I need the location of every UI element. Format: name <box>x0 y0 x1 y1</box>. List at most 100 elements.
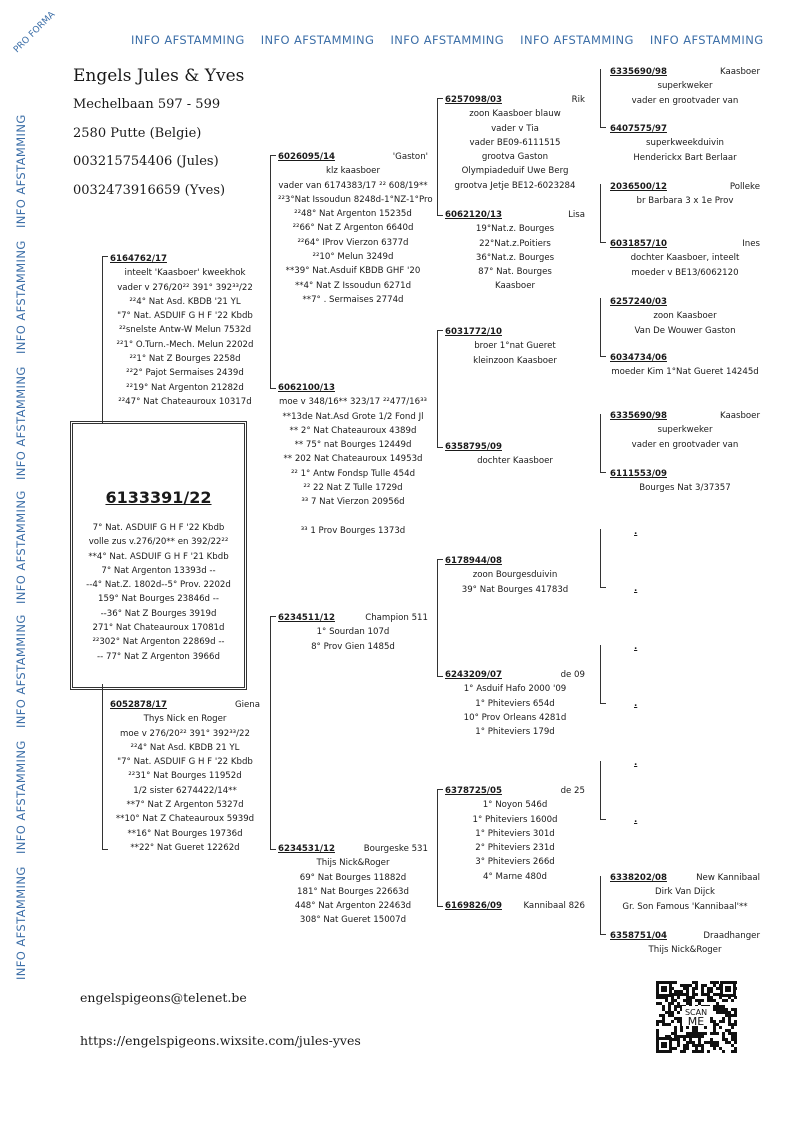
bird-name: de 09 <box>560 670 585 680</box>
bird-result-line: vader v 276/20²² 391° 392³³/22 <box>117 282 253 293</box>
side-banner: INFO AFSTAMMING INFO AFSTAMMING INFO AFS… <box>14 0 28 1122</box>
bird-ring-number: 6234511/12 <box>278 613 335 623</box>
bird-result-line: 69° Nat Bourges 11882d <box>299 872 407 883</box>
bird-result-line: ²²3°Nat Issoudun 8248d-1°NZ-1°Pro <box>278 194 433 205</box>
bracket-tick <box>437 330 443 331</box>
side-banner-item: INFO AFSTAMMING <box>14 490 28 604</box>
bracket-line <box>102 256 103 424</box>
bird-result-line: moe v 348/16** 323/17 ²²477/16³³ <box>278 397 427 408</box>
website-link[interactable]: https://engelspigeons.wixsite.com/jules-… <box>80 1033 361 1048</box>
pedigree-bird-card: 6026095/14'Gaston' klz kaasboer vader van … <box>278 150 433 307</box>
bracket-line <box>270 155 271 388</box>
bird-result-line: 1° Phiteviers 179d <box>475 727 555 738</box>
owner-name: Engels Jules & Yves <box>73 66 245 86</box>
bird-result-line: moe v 276/20²² 391° 392³³/22 <box>120 728 250 739</box>
side-banner-item: INFO AFSTAMMING <box>14 114 28 228</box>
bird-ring-number: 6164762/17 <box>110 254 167 264</box>
bird-result-line: 448° Nat Argenton 22463d <box>294 901 412 912</box>
bird-result-line: Dirk Van Dijck <box>655 887 715 898</box>
bracket-tick <box>600 587 606 588</box>
pedigree-bird-card: . <box>634 525 654 539</box>
bird-result-line: 8° Prov Gien 1485d <box>311 641 395 652</box>
bird-result-line: 22°Nat.z.Poitiers <box>479 238 551 249</box>
bird-result-line: moeder v BE13/6062120 <box>631 267 739 278</box>
bird-ring-number: 6052878/17 <box>110 700 167 710</box>
result-line: 159° Nat Bourges 23846d -- <box>98 594 219 605</box>
bird-header: 6234531/12 Bourgeske 531 <box>278 842 428 856</box>
qr-code-icon[interactable]: SCAN ME <box>655 980 737 1054</box>
bird-result-line: superkweekduivin <box>646 138 724 149</box>
bird-result-line: grootva Gaston <box>481 152 549 163</box>
bird-name: Kaasboer <box>719 67 760 77</box>
bird-header: . <box>634 813 654 827</box>
pedigree-bird-card: . <box>634 582 654 596</box>
bird-result-line: 39° Nat Bourges 41783d <box>461 584 569 595</box>
bracket-line <box>600 414 601 472</box>
bird-ring-number: 6062120/13 <box>445 210 502 220</box>
owner-phone: 0032473916659 (Yves) <box>73 183 226 198</box>
bird-result-line: "7° Nat. ASDUIF G H F '22 Kbdb <box>117 757 253 768</box>
result-line: -- 77° Nat Z Argenton 3966d <box>97 651 220 662</box>
bird-name: Bourgeske 531 <box>363 844 428 854</box>
contact-email[interactable]: engelspigeons@telenet.be <box>80 990 247 1005</box>
bird-name: Draadhanger <box>703 931 760 941</box>
bird-result-line: 4° Marne 480d <box>483 871 547 882</box>
bird-result-line: Henderickx Bart Berlaar <box>633 152 737 163</box>
bird-result-line: dochter Kaasboer <box>477 456 553 467</box>
bracket-line <box>600 529 601 587</box>
result-line: **4° Nat. ASDUIF G H F '21 Kbdb <box>88 551 229 562</box>
bird-result-line: superkweker <box>657 425 713 436</box>
main-bird-results: 7° Nat. ASDUIF G H F '22 Kbdb volle zus … <box>73 521 244 664</box>
bird-ring-number: 6178944/08 <box>445 556 502 566</box>
bird-ring-number: 6407575/97 <box>610 124 667 134</box>
bird-result-line: ²²2° Pajot Sermaises 2439d <box>126 368 244 379</box>
bracket-tick <box>600 127 606 128</box>
bracket-line <box>600 184 601 242</box>
bracket-line <box>600 645 601 703</box>
bird-header: 6026095/14'Gaston' <box>278 150 428 164</box>
pedigree-bird-card: . <box>634 756 654 770</box>
bird-ring-number: . <box>634 527 638 537</box>
bird-header: 6178944/08 <box>445 554 585 568</box>
side-banner-item: INFO AFSTAMMING <box>14 866 28 980</box>
bird-result-line: 36°Nat.z. Bourges <box>475 252 555 263</box>
bird-result-line: 1° Asduif Hafo 2000 '09 <box>463 684 567 695</box>
bird-ring-number: 6335690/98 <box>610 411 667 421</box>
bird-result-line: 19°Nat.z. Bourges <box>475 224 555 235</box>
bird-result-line: 3° Phiteviers 266d <box>475 857 555 868</box>
bird-ring-number: 6234531/12 <box>278 844 335 854</box>
bird-result-line: vader en grootvader van <box>631 95 739 106</box>
bird-result-line: vader van 6174383/17 ²² 608/19** <box>278 180 428 191</box>
bird-name: Giena <box>234 700 260 710</box>
bird-header: . <box>634 640 654 654</box>
bird-result-line: ²²31° Nat Bourges 11952d <box>128 771 242 782</box>
pedigree-bird-card: 6358795/09 dochter Kaasboer <box>445 440 585 469</box>
qr-scan-label: SCAN <box>685 1008 707 1017</box>
bird-result-line: klz kaasboer <box>326 166 380 177</box>
bracket-line <box>437 559 438 676</box>
bird-header: 6358795/09 <box>445 440 585 454</box>
bracket-line <box>600 298 601 356</box>
bird-header: . <box>634 697 654 711</box>
bird-result-line: dochter Kaasboer, inteelt <box>630 253 740 264</box>
bird-name: de 25 <box>560 786 585 796</box>
result-line: --4° Nat.Z. 1802d--5° Prov. 2202d <box>86 580 231 591</box>
bird-result-line: moeder Kim 1°Nat Gueret 14245d <box>611 367 759 378</box>
bird-result-line: Thijs Nick&Roger <box>648 945 722 956</box>
bird-result-line: **39° Nat.Asduif KBDB GHF '20 <box>285 266 421 277</box>
pedigree-bird-card: . <box>634 697 654 711</box>
bracket-tick <box>437 559 443 560</box>
bird-ring-number: 6111553/09 <box>610 469 667 479</box>
bracket-tick <box>600 934 606 935</box>
bracket-tick <box>437 676 443 677</box>
